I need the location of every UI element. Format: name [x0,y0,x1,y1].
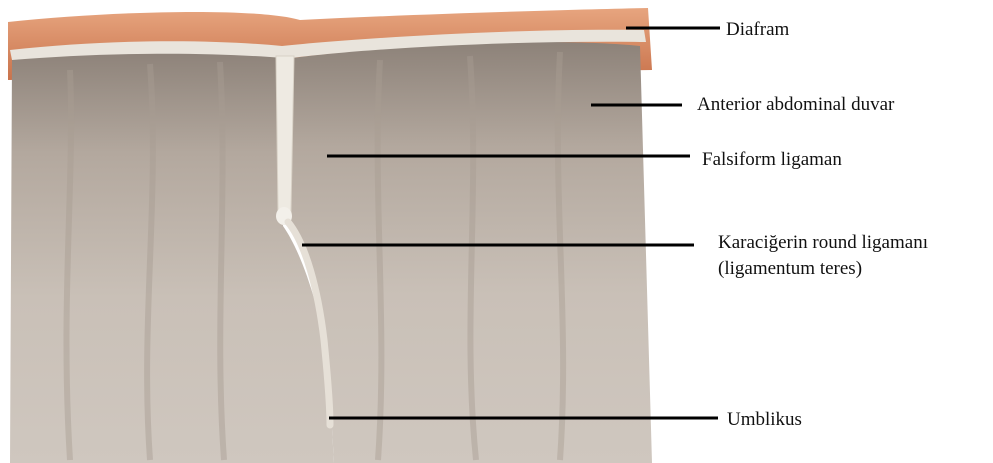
label-diafram: Diafram [726,18,789,42]
label-falciform: Falsiform ligaman [702,148,842,172]
label-round-ligament-line2: (ligamentum teres) [718,257,862,281]
falciform-ligament [276,56,294,224]
label-anterior-wall: Anterior abdominal duvar [697,93,894,117]
label-round-ligament-line1: Karaciğerin round ligamanı [718,231,928,255]
label-umbilicus: Umblikus [727,408,802,432]
